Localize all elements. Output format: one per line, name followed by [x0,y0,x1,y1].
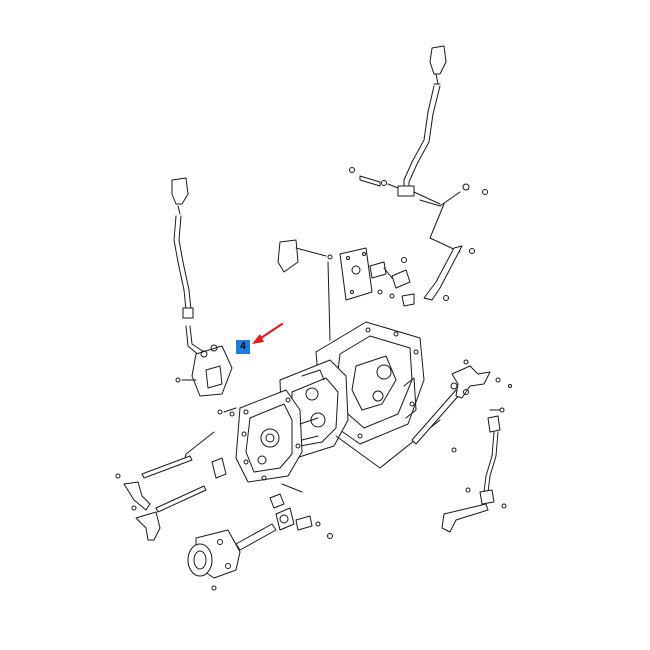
input-shaft [235,493,333,551]
side-cover-housing [175,344,233,397]
transmission-case-main [235,321,425,483]
upper-shift-lever [397,45,447,205]
shift-rail-set [115,407,237,541]
shift-cover-plate [277,239,415,307]
lower-shift-lever [171,177,205,357]
part-callout-label[interactable]: 4 [236,340,250,354]
bearing-retainer [187,529,241,591]
fastener-set-upper-left [349,167,399,189]
fastener-set-upper-right [419,183,488,253]
shift-fork-right [451,359,512,413]
shift-rod-right [423,245,475,301]
shift-rod-lower-right [441,415,507,533]
callout-arrow [252,322,284,344]
